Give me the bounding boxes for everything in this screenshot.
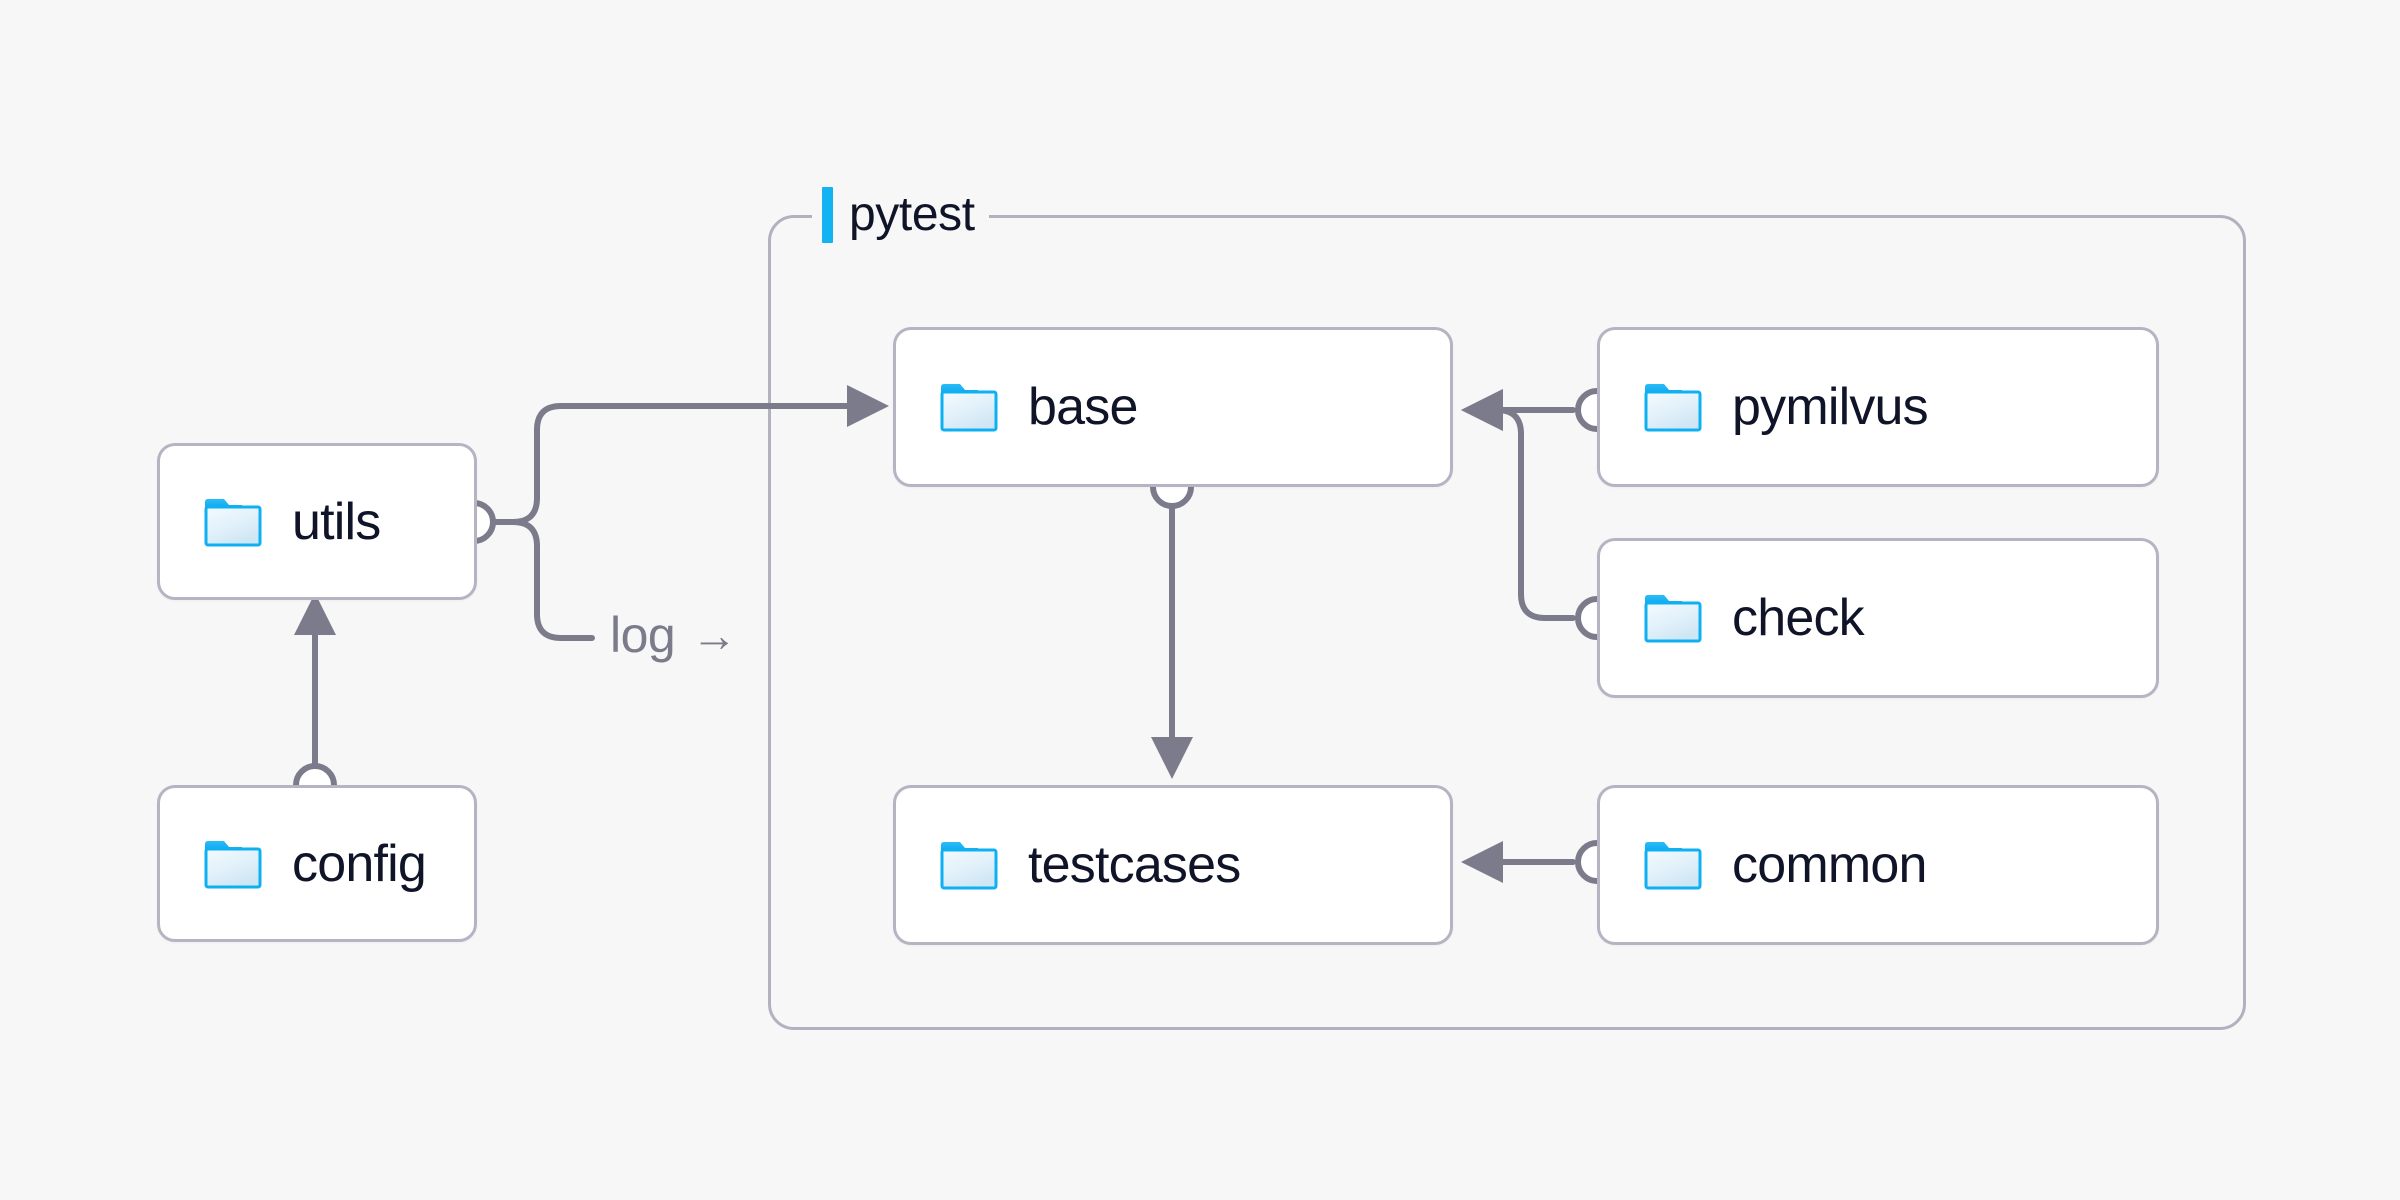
node-common-content: common (1600, 839, 1927, 891)
folder-icon (204, 498, 262, 546)
node-pymilvus[interactable]: pymilvus (1597, 327, 2159, 487)
group-pytest[interactable] (768, 215, 2246, 1030)
node-testcases-content: testcases (896, 836, 1241, 894)
edge-label-log: log → (600, 608, 747, 662)
node-common[interactable]: common (1597, 785, 2159, 945)
node-common-label: common (1732, 836, 1927, 894)
folder-icon (1644, 595, 1702, 643)
edge-utils-log (475, 519, 595, 641)
node-check-content: check (1600, 589, 1865, 647)
node-base[interactable]: base (893, 327, 1453, 487)
node-utils-content: utils (160, 492, 381, 551)
group-accent-bar (822, 187, 833, 243)
node-pymilvus-label: pymilvus (1732, 378, 1929, 436)
node-testcases[interactable]: testcases (893, 785, 1453, 945)
node-check[interactable]: check (1597, 538, 2159, 698)
node-config-label: config (292, 834, 427, 893)
edge-label-log-text: log (610, 607, 676, 663)
node-testcases-label: testcases (1028, 836, 1241, 894)
group-pytest-label: pytest (812, 182, 989, 248)
node-base-content: base (896, 381, 1138, 433)
node-config-content: config (160, 834, 427, 893)
folder-icon (204, 840, 262, 888)
node-utils[interactable]: utils (157, 443, 477, 600)
node-pymilvus-content: pymilvus (1600, 378, 1929, 436)
node-base-label: base (1028, 378, 1138, 436)
folder-icon (940, 384, 998, 432)
arrow-right-icon: → (691, 609, 737, 661)
folder-icon (940, 842, 998, 890)
folder-icon (1644, 842, 1702, 890)
node-utils-label: utils (292, 492, 381, 551)
group-title-text: pytest (849, 188, 975, 241)
folder-icon (1644, 384, 1702, 432)
node-check-label: check (1732, 589, 1865, 647)
node-config[interactable]: config (157, 785, 477, 942)
